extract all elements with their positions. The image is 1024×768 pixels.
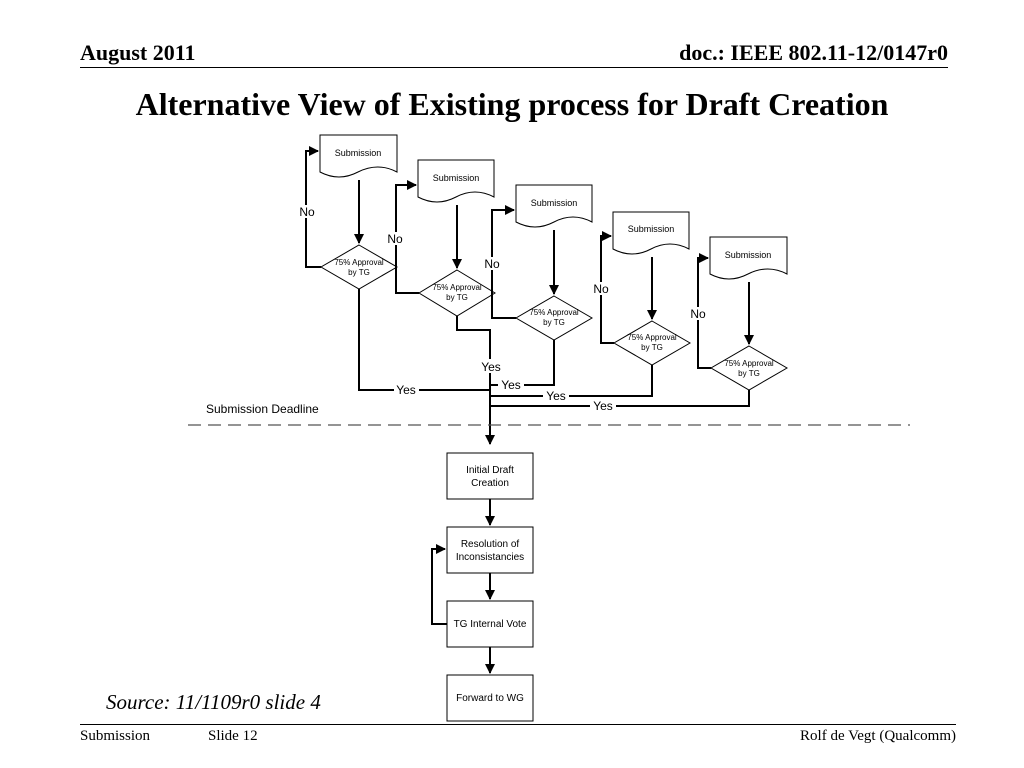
approval-diamond-1: 75% Approval by TG [320,244,398,290]
submission-doc-4: Submission [612,211,690,255]
approval-label-line2: by TG [641,343,663,352]
yes-labels: Yes Yes Yes Yes Yes [394,359,616,413]
deadline-label: Submission Deadline [206,402,319,416]
footer-slide-number: Slide 12 [208,728,258,744]
yes-label: Yes [501,378,521,392]
footer-author: Rolf de Vegt (Qualcomm) [800,728,956,744]
approval-diamond-2: 75% Approval by TG [418,269,496,317]
approval-label-line1: 75% Approval [627,333,677,342]
submission-doc-1: Submission [319,134,398,178]
footer-submission: Submission [80,728,151,744]
submission-label: Submission [531,198,578,208]
approval-diamond-5: 75% Approval by TG [710,345,788,391]
header-date: August 2011 [80,40,196,65]
forward-label: Forward to WG [456,693,524,704]
resolution-box: Resolution of Inconsistancies [446,526,534,574]
forward-box: Forward to WG [446,674,534,722]
footer-rule [80,724,956,725]
submission-label: Submission [433,173,480,183]
no-label: No [593,282,609,296]
submission-label: Submission [725,250,772,260]
approval-label-line2: by TG [446,293,468,302]
header-doc-id: doc.: IEEE 802.11-12/0147r0 [679,40,948,65]
initial-draft-box: Initial Draft Creation [446,452,534,500]
no-label: No [690,307,706,321]
initial-draft-label-line1: Initial Draft [466,465,514,476]
no-label: No [484,257,500,271]
slide-title: Alternative View of Existing process for… [135,86,889,122]
yes-label: Yes [396,383,416,397]
yes-label: Yes [593,399,613,413]
submission-label: Submission [335,148,382,158]
submission-doc-2: Submission [417,159,495,203]
approval-label-line1: 75% Approval [529,308,579,317]
yes-label: Yes [481,360,501,374]
lower-flow-arrows [431,499,495,674]
internal-vote-box: TG Internal Vote [446,600,534,648]
internal-vote-label: TG Internal Vote [454,619,527,630]
source-note: Source: 11/1109r0 slide 4 [106,690,321,714]
approval-diamond-4: 75% Approval by TG [613,320,691,366]
header-rule [80,67,948,68]
no-labels: No No No No No [298,205,708,321]
no-label: No [387,232,403,246]
approval-label-line1: 75% Approval [334,258,384,267]
submission-doc-3: Submission [515,184,593,228]
approval-diamond-3: 75% Approval by TG [515,295,593,341]
approval-label-line1: 75% Approval [432,283,482,292]
no-label: No [299,205,315,219]
submission-label: Submission [628,224,675,234]
approval-label-line1: 75% Approval [724,359,774,368]
yes-label: Yes [546,389,566,403]
submission-to-approval-arrows [354,180,754,345]
submission-doc-5: Submission [709,236,788,280]
approval-label-line2: by TG [543,318,565,327]
approval-label-line2: by TG [738,369,760,378]
resolution-label-line2: Inconsistancies [456,552,524,563]
approval-label-line2: by TG [348,268,370,277]
resolution-label-line1: Resolution of [461,539,520,550]
initial-draft-label-line2: Creation [471,478,509,489]
